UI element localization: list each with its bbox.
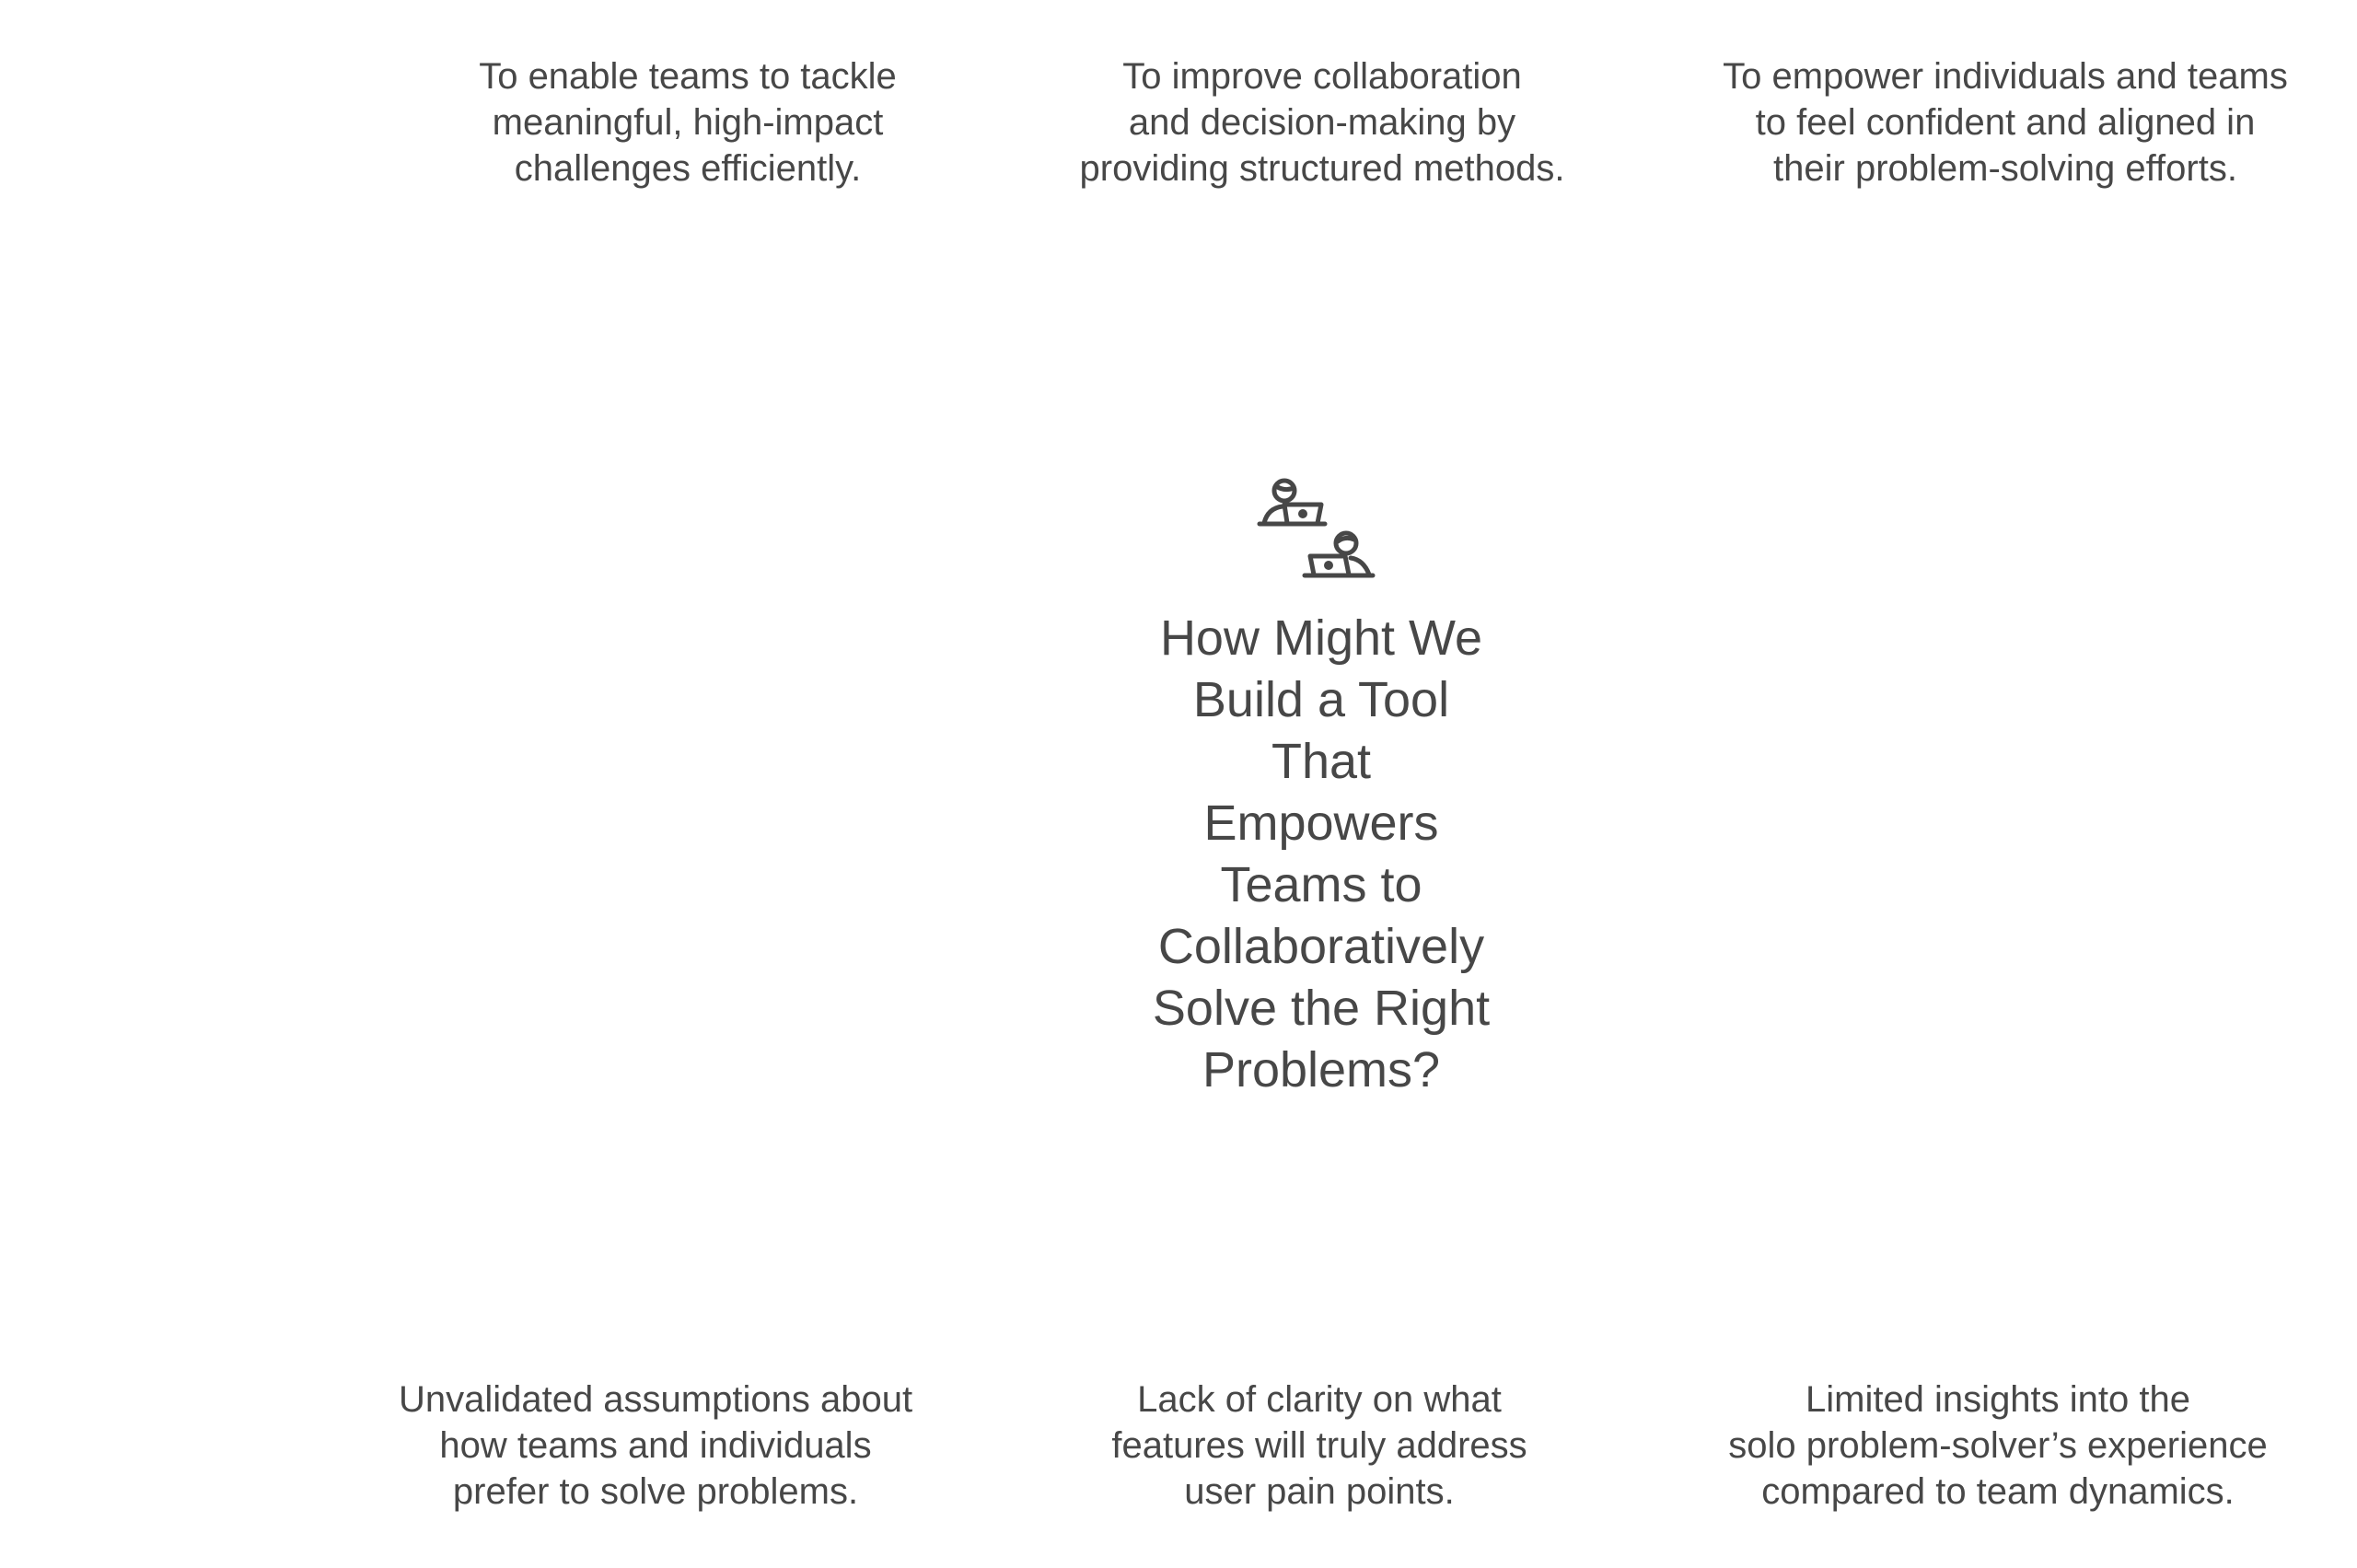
- unknown-text-2: Lack of clarity on what features will tr…: [1043, 1376, 1596, 1515]
- text-line: prefer to solve problems.: [452, 1471, 859, 1512]
- title-line: That: [1271, 734, 1372, 789]
- laptop-logo-icon: [1298, 509, 1307, 518]
- text-line: challenges efficiently.: [514, 148, 862, 189]
- unknown-text-3: Limited insights into the solo problem-s…: [1676, 1376, 2320, 1515]
- laptop-screen-icon: [1282, 502, 1324, 526]
- title-line: Solve the Right: [1152, 981, 1491, 1036]
- text-line: to feel confident and aligned in: [1755, 102, 2256, 143]
- person-body-icon: [1261, 504, 1285, 526]
- goal-text-2: To improve collaboration and decision-ma…: [1046, 53, 1598, 192]
- title-line: How Might We: [1159, 610, 1483, 666]
- text-line: and decision-making by: [1128, 102, 1516, 143]
- goal-text-1: To enable teams to tackle meaningful, hi…: [412, 53, 964, 192]
- person-hair-icon: [1335, 535, 1357, 544]
- unknown-text-1: Unvalidated assumptions about how teams …: [352, 1376, 959, 1515]
- title-line: Empowers: [1203, 796, 1439, 851]
- team-laptops-icon: [1257, 478, 1376, 578]
- title-line: Build a Tool: [1192, 672, 1450, 727]
- text-line: Lack of clarity on what: [1137, 1379, 1502, 1420]
- text-line: Limited insights into the: [1805, 1379, 2190, 1420]
- text-line: meaningful, high-impact: [492, 102, 884, 143]
- laptop-logo-icon: [1324, 561, 1333, 570]
- text-line: Unvalidated assumptions about: [398, 1379, 913, 1420]
- person-body-icon: [1348, 555, 1372, 577]
- text-line: user pain points.: [1184, 1471, 1455, 1512]
- person-head-icon: [1271, 478, 1297, 504]
- text-line: To enable teams to tackle: [479, 56, 897, 97]
- text-line: To improve collaboration: [1122, 56, 1522, 97]
- central-question: How Might We Build a Tool That Empowers …: [1045, 608, 1597, 1101]
- text-line: their problem-solving efforts.: [1773, 148, 2237, 189]
- text-line: providing structured methods.: [1079, 148, 1565, 189]
- laptop-screen-icon: [1307, 553, 1352, 577]
- person-head-icon: [1333, 530, 1359, 556]
- title-line: Problems?: [1202, 1042, 1441, 1098]
- goal-text-3: To empower individuals and teams to feel…: [1701, 53, 2309, 192]
- text-line: solo problem-solver’s experience: [1728, 1425, 2268, 1466]
- text-line: features will truly address: [1111, 1425, 1527, 1466]
- text-line: To empower individuals and teams: [1723, 56, 2288, 97]
- person-hair-icon: [1273, 483, 1296, 493]
- title-line: Collaboratively: [1157, 919, 1485, 974]
- text-line: how teams and individuals: [439, 1425, 872, 1466]
- text-line: compared to team dynamics.: [1761, 1471, 2235, 1512]
- title-line: Teams to: [1220, 857, 1422, 912]
